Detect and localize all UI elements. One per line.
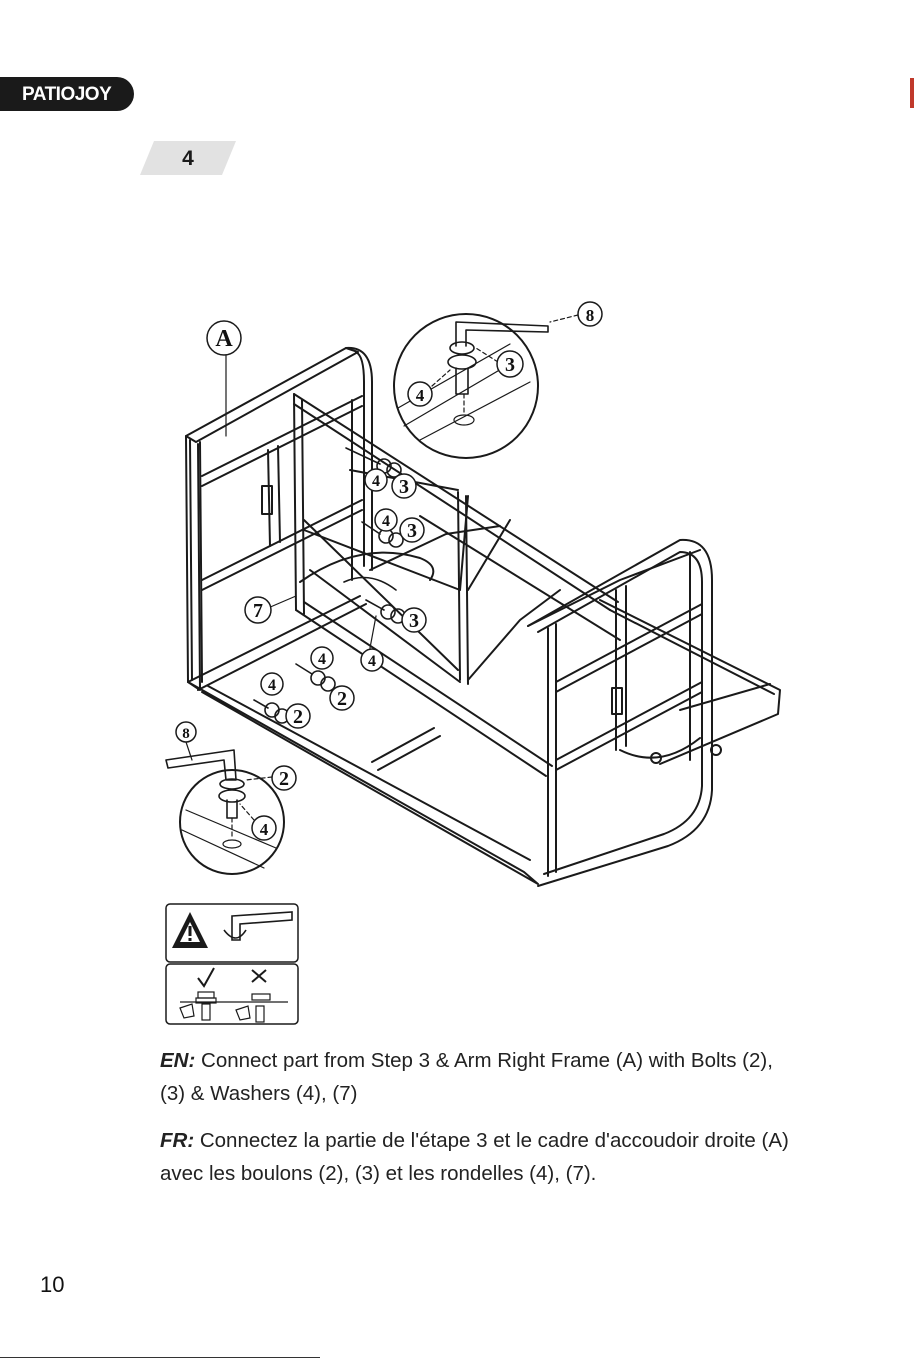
page-number: 10 <box>40 1272 64 1298</box>
callout-bolt-l1: 2 <box>337 688 347 710</box>
brand-logo: PATIOJOY <box>0 77 134 111</box>
seat-frame <box>294 394 620 776</box>
incorrect-x-icon <box>252 970 266 982</box>
page-edge-marker <box>910 78 914 108</box>
instruction-en: EN: Connect part from Step 3 & Arm Right… <box>160 1044 800 1110</box>
callout-washer-top: 4 <box>416 386 425 405</box>
warning-panel <box>166 904 298 1024</box>
footer-divider <box>0 1357 320 1358</box>
callout-bolt-top: 3 <box>505 354 515 376</box>
callout-washer-r1: 4 <box>372 473 380 490</box>
callout-washer-r2: 4 <box>382 513 390 530</box>
callout-washer-bottom: 4 <box>260 820 269 839</box>
instruction-en-label: EN: <box>160 1049 195 1072</box>
arm-frame-left <box>186 348 372 690</box>
callout-bolt-r2: 3 <box>407 520 417 542</box>
callout-wrench-top: 8 <box>586 306 595 325</box>
callout-washer-l1: 4 <box>318 651 326 668</box>
instruction-fr-label: FR: <box>160 1129 194 1152</box>
allen-key-icon <box>224 912 292 940</box>
instruction-fr: FR: Connectez la partie de l'étape 3 et … <box>160 1124 800 1190</box>
correct-check-icon <box>198 968 214 986</box>
base-frame <box>188 553 780 884</box>
callout-bolt-l2: 2 <box>293 706 303 728</box>
callout-washer-r3: 4 <box>368 653 376 670</box>
callout-bolt-r1: 3 <box>399 476 409 498</box>
instruction-en-text: Connect part from Step 3 & Arm Right Fra… <box>160 1049 773 1105</box>
correct-bolt-icon <box>180 992 288 1020</box>
detail-circle-bottom <box>166 750 284 874</box>
warning-triangle-icon <box>172 912 208 948</box>
callout-washer-l2: 4 <box>268 677 276 694</box>
step-badge: 4 <box>140 141 236 175</box>
brand-name: PATIOJOY <box>22 84 111 106</box>
instruction-fr-text: Connectez la partie de l'étape 3 et le c… <box>160 1129 789 1185</box>
incorrect-bolt-icon <box>236 994 270 1022</box>
callout-bolt-r3: 3 <box>409 610 419 632</box>
step-number: 4 <box>140 141 236 175</box>
callout-part-7: 7 <box>253 600 263 622</box>
arm-frame-right <box>528 540 712 886</box>
assembly-diagram: A 8 3 4 4 3 4 3 7 4 3 4 2 4 2 8 2 4 <box>0 290 914 1030</box>
callout-wrench-bottom: 8 <box>182 726 190 742</box>
callout-frame-a: A <box>215 326 233 352</box>
callout-bolt-bottom: 2 <box>279 768 289 790</box>
